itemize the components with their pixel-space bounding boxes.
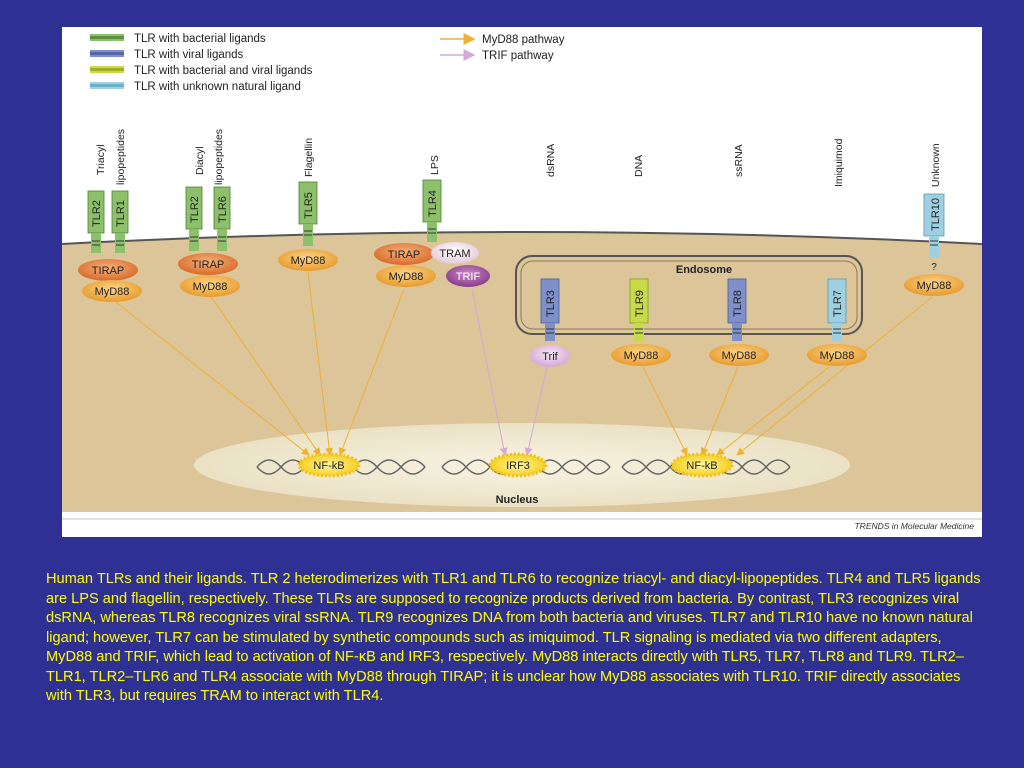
tlr1-label: TLR1 (115, 200, 127, 227)
myd88-tlr10 (904, 274, 964, 296)
tirap-2-label: TIRAP (192, 259, 224, 271)
tlr3-label: TLR3 (545, 290, 557, 317)
nfkb-right: NF-kB (670, 452, 734, 478)
tirap-1 (78, 259, 138, 281)
myd88-tlr9-label: MyD88 (624, 350, 659, 362)
receptor-tlr10: TLR10 (923, 193, 945, 258)
figure-caption: Human TLRs and their ligands. TLR 2 hete… (46, 571, 981, 704)
irf3-label: IRF3 (506, 460, 530, 472)
legend-both-label: TLR with bacterial and viral ligands (134, 65, 313, 77)
myd88-1 (82, 280, 142, 302)
tirap-tlr4 (374, 243, 434, 265)
legend-both-swatch (90, 66, 124, 73)
tlr5-label: TLR5 (303, 192, 315, 219)
myd88-tlr7 (807, 344, 867, 366)
legend-unknown-label: TLR with unknown natural ligand (134, 81, 301, 93)
receptor-tlr6: TLR6 (213, 186, 231, 251)
ligand-unknown: Unknown (930, 143, 942, 187)
myd88-tlr7-label: MyD88 (820, 350, 855, 362)
legend-viral-label: TLR with viral ligands (134, 49, 244, 61)
myd88-tlr5 (278, 249, 338, 271)
receptor-tlr9: TLR9 (629, 278, 649, 341)
tirap-2 (178, 253, 238, 275)
myd88-1-label: MyD88 (95, 286, 130, 298)
legend-unknown-swatch (90, 82, 124, 89)
myd88-2-label: MyD88 (193, 281, 228, 293)
endosome-label: Endosome (676, 264, 732, 276)
myd88-tlr8-label: MyD88 (722, 350, 757, 362)
myd88-tlr9 (611, 344, 671, 366)
legend-bacterial-label: TLR with bacterial ligands (134, 33, 266, 45)
legend-viral-swatch (90, 50, 124, 57)
receptor-tlr2-b: TLR2 (185, 186, 203, 251)
trif-tlr3 (530, 345, 570, 367)
tram-label: TRAM (439, 248, 470, 260)
ligand-lps: LPS (429, 155, 441, 175)
tram (431, 242, 479, 264)
tlr2-b-label: TLR2 (189, 196, 201, 223)
legend: TLR with bacterial ligands TLR with vira… (90, 33, 565, 93)
myd88-tlr4 (376, 265, 436, 287)
tlr10-label: TLR10 (930, 198, 942, 231)
myd88-tlr5-label: MyD88 (291, 255, 326, 267)
nfkb-right-label: NF-kB (686, 460, 717, 472)
myd88-tlr8 (709, 344, 769, 366)
tlr4-label: TLR4 (427, 190, 439, 217)
receptor-tlr7: TLR7 (827, 278, 847, 341)
tlr6-label: TLR6 (217, 196, 229, 223)
receptor-tlr3: TLR3 (540, 278, 560, 341)
source-credit: TRENDS in Molecular Medicine (854, 521, 974, 531)
legend-myd88-label: MyD88 pathway (482, 34, 565, 46)
nfkb-left: NF-kB (297, 452, 361, 478)
ligand-dna: DNA (633, 155, 645, 177)
trif-tlr3-label: Trif (542, 351, 558, 363)
tlr-diagram-figure: TLR with bacterial ligands TLR with vira… (62, 27, 982, 537)
tlr10-unknown-mark: ? (931, 262, 937, 273)
nfkb-left-label: NF-kB (313, 460, 344, 472)
myd88-tlr10-label: MyD88 (917, 280, 952, 292)
ligand-ssrna: ssRNA (733, 144, 745, 177)
receptor-tlr4: TLR4 (422, 179, 442, 242)
receptor-tlr8: TLR8 (727, 278, 747, 341)
tlr9-label: TLR9 (634, 290, 646, 317)
trif-tlr4-label: TRIF (456, 271, 481, 283)
nucleus-label: Nucleus (496, 494, 539, 506)
receptor-tlr5: TLR5 (298, 181, 318, 246)
ligand-diacyl-line2: lipopeptides (213, 129, 225, 185)
tlr7-label: TLR7 (832, 290, 844, 317)
trif-tlr4 (446, 265, 490, 287)
receptor-tlr1: TLR1 (111, 190, 129, 253)
myd88-tlr4-label: MyD88 (389, 271, 424, 283)
irf3: IRF3 (488, 452, 548, 478)
tirap-tlr4-label: TIRAP (388, 249, 420, 261)
legend-bacterial-swatch (90, 34, 124, 41)
tlr8-label: TLR8 (732, 290, 744, 317)
receptor-tlr2-a: TLR2 (87, 190, 105, 253)
ligand-triacyl-line1: Triacyl (95, 144, 107, 175)
ligand-diacyl-line1: Diacyl (194, 146, 206, 175)
myd88-2 (180, 275, 240, 297)
tirap-1-label: TIRAP (92, 265, 124, 277)
tlr2-a-label: TLR2 (91, 200, 103, 227)
ligand-imiquimod: Imiquimod (833, 138, 845, 187)
legend-trif-label: TRIF pathway (482, 50, 554, 62)
ligand-flagellin: Flagellin (303, 138, 315, 177)
endosome (515, 255, 863, 335)
ligand-triacyl-line2: lipopeptides (115, 129, 127, 185)
ligand-dsrna: dsRNA (545, 144, 557, 177)
